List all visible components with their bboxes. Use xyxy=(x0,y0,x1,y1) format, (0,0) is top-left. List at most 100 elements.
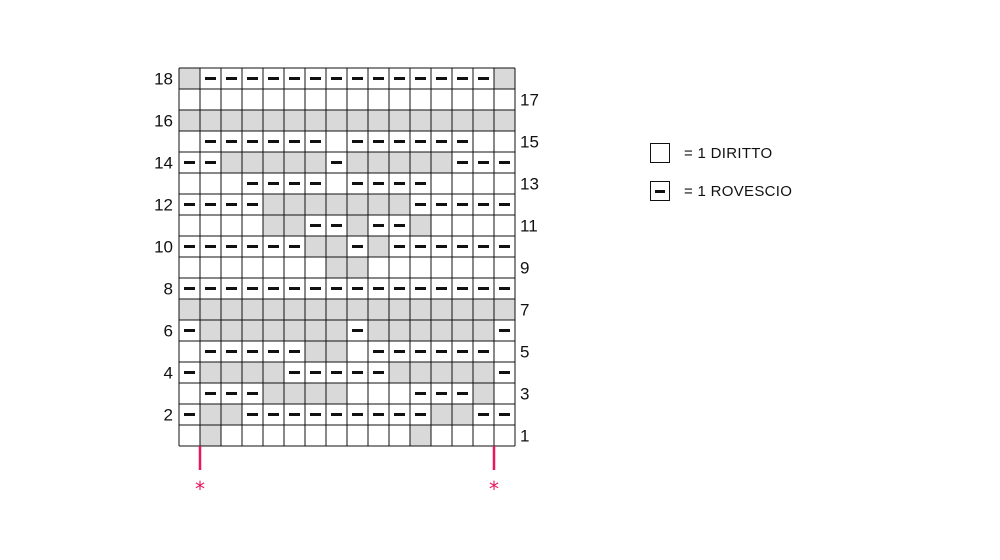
purl-mark xyxy=(226,245,237,248)
legend-knit-label: = 1 DIRITTO xyxy=(684,144,773,162)
chart-cell xyxy=(305,257,326,278)
purl-mark xyxy=(247,413,258,416)
chart-cell xyxy=(452,425,473,446)
chart-cell xyxy=(326,257,347,278)
chart-cell xyxy=(263,383,284,404)
purl-mark xyxy=(394,140,405,143)
chart-cell xyxy=(263,257,284,278)
purl-mark xyxy=(457,350,468,353)
purl-mark xyxy=(373,77,384,80)
chart-cell xyxy=(326,383,347,404)
chart-cell xyxy=(179,215,200,236)
purl-mark xyxy=(289,371,300,374)
chart-cell xyxy=(263,110,284,131)
purl-mark xyxy=(289,413,300,416)
purl-mark xyxy=(436,140,447,143)
purl-mark xyxy=(331,287,342,290)
chart-cell xyxy=(263,320,284,341)
row-label-right: 7 xyxy=(520,301,529,320)
row-label-left: 4 xyxy=(164,364,173,383)
purl-mark xyxy=(226,203,237,206)
chart-cell xyxy=(242,299,263,320)
legend: = 1 DIRITTO = 1 ROVESCIO xyxy=(650,142,792,218)
chart-cell xyxy=(494,131,515,152)
chart-cell xyxy=(326,131,347,152)
purl-mark xyxy=(268,287,279,290)
chart-cell xyxy=(179,89,200,110)
purl-mark xyxy=(394,287,405,290)
chart-cell xyxy=(305,383,326,404)
chart-cell xyxy=(473,383,494,404)
chart-cell xyxy=(305,89,326,110)
purl-mark xyxy=(415,287,426,290)
chart-cell xyxy=(410,320,431,341)
chart-cell xyxy=(452,404,473,425)
chart-cell xyxy=(431,257,452,278)
chart-cell xyxy=(221,320,242,341)
chart-cell xyxy=(473,299,494,320)
chart-cell xyxy=(347,257,368,278)
legend-purl-label: = 1 ROVESCIO xyxy=(684,182,793,200)
chart-cell xyxy=(326,341,347,362)
chart-cell xyxy=(494,215,515,236)
chart-cell xyxy=(221,362,242,383)
chart-cell xyxy=(179,257,200,278)
chart-cell xyxy=(410,257,431,278)
chart-cell xyxy=(473,320,494,341)
purl-mark xyxy=(226,140,237,143)
chart-cell xyxy=(221,404,242,425)
chart-cell xyxy=(389,425,410,446)
purl-mark xyxy=(415,413,426,416)
chart-cell xyxy=(326,89,347,110)
purl-mark xyxy=(331,224,342,227)
purl-mark xyxy=(331,77,342,80)
purl-mark xyxy=(268,245,279,248)
row-label-left: 6 xyxy=(164,322,173,341)
purl-mark xyxy=(499,203,510,206)
chart-cell xyxy=(242,362,263,383)
purl-mark xyxy=(499,245,510,248)
purl-mark xyxy=(499,161,510,164)
row-label-right: 9 xyxy=(520,259,529,278)
purl-mark xyxy=(478,203,489,206)
chart-cell xyxy=(221,257,242,278)
chart-cell xyxy=(305,110,326,131)
purl-mark xyxy=(415,182,426,185)
chart-cell xyxy=(284,194,305,215)
purl-mark xyxy=(457,77,468,80)
purl-mark xyxy=(373,287,384,290)
purl-mark xyxy=(184,371,195,374)
purl-mark xyxy=(436,203,447,206)
chart-cell xyxy=(368,320,389,341)
chart-cell xyxy=(326,173,347,194)
chart-cell xyxy=(284,257,305,278)
chart-cell xyxy=(179,299,200,320)
chart-cell xyxy=(452,257,473,278)
purl-mark xyxy=(331,161,342,164)
chart-cell xyxy=(200,404,221,425)
chart-cell xyxy=(368,299,389,320)
purl-mark xyxy=(247,182,258,185)
purl-mark xyxy=(226,77,237,80)
chart-cell xyxy=(179,110,200,131)
chart-cell xyxy=(305,341,326,362)
row-label-left: 12 xyxy=(154,196,173,215)
chart-cell xyxy=(410,215,431,236)
chart-cell xyxy=(347,341,368,362)
purl-mark xyxy=(352,287,363,290)
purl-mark xyxy=(184,413,195,416)
chart-cell xyxy=(494,257,515,278)
purl-mark xyxy=(289,140,300,143)
purl-mark xyxy=(184,161,195,164)
purl-mark xyxy=(478,245,489,248)
chart-cell xyxy=(200,320,221,341)
chart-cell xyxy=(305,152,326,173)
purl-mark xyxy=(184,203,195,206)
chart-cell xyxy=(347,89,368,110)
chart-cell xyxy=(368,194,389,215)
chart-cell xyxy=(431,299,452,320)
purl-mark xyxy=(457,161,468,164)
purl-mark xyxy=(289,182,300,185)
